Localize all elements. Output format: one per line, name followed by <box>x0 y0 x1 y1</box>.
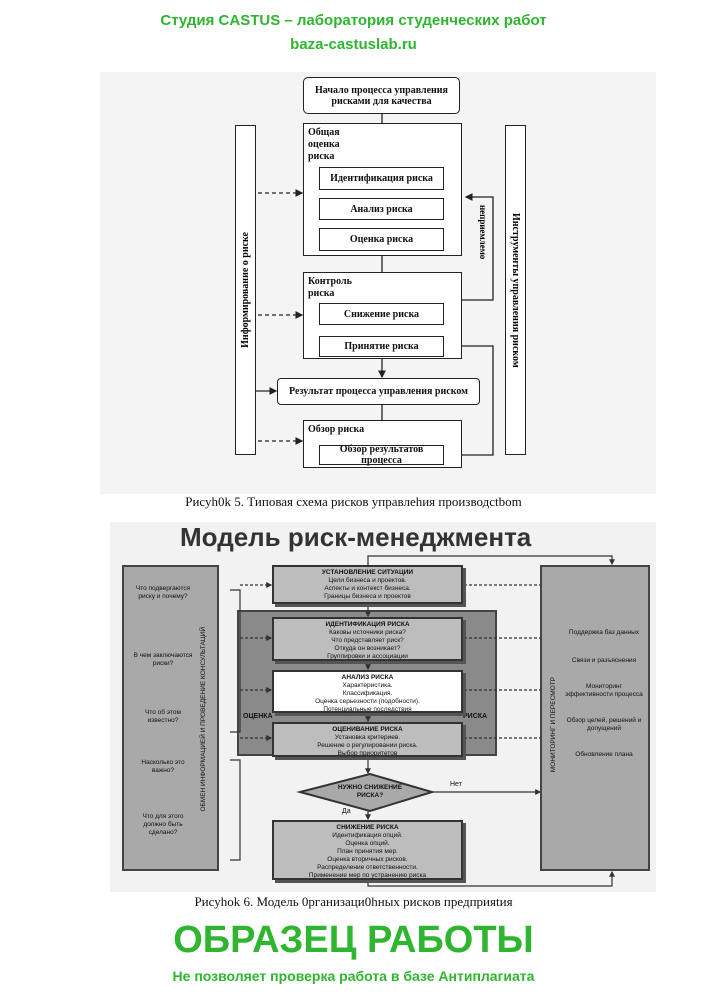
evaluation-line: Решение о регулировании риска. <box>317 742 418 749</box>
decision-label: НУЖНО СНИЖЕНИЕ РИСКА? <box>337 784 403 799</box>
figure-1-caption: Рисуh0k 5. Типовая схема рисков управлеh… <box>185 494 522 509</box>
watermark-main: ОБРАЗЕЦ РАБОТЫ <box>173 919 534 961</box>
evaluation-box-2: ОЦЕНИВАНИЕ РИСКА Установка критериев. Ре… <box>272 722 463 757</box>
analysis-line: Классификация. <box>342 690 393 697</box>
identification-line: Откуда он возникает? <box>334 645 401 652</box>
reduction-title: СНИЖЕНИЕ РИСКА <box>336 824 399 831</box>
watermark-line3: Не позволяет проверка работа в базе Анти… <box>172 968 535 984</box>
risk-tools-label: Инструменты управления риском <box>510 212 521 368</box>
analysis-line: Оценка серьезности (подобности). <box>315 698 420 705</box>
analysis-box-2: АНАЛИЗ РИСКА Характеристика. Классификац… <box>272 670 463 713</box>
question: Что для этого должно быть сделано? <box>142 813 184 836</box>
monitoring-item: Обзор целей, решений и допущений <box>566 717 642 732</box>
assessment-left-label: ОЦЕНКА <box>243 713 273 720</box>
question: В чем заключаются риски? <box>133 652 193 667</box>
acceptance-box: Принятие риска <box>319 336 444 357</box>
watermark-line1: Студия CASTUS – лаборатория студенческих… <box>160 12 547 29</box>
identification-line: Группировки и ассоциации <box>327 653 408 660</box>
analysis-title: АНАЛИЗ РИСКА <box>341 674 394 681</box>
situation-box: УСТАНОВЛЕНИЕ СИТУАЦИИ Цели бизнеса и про… <box>272 565 463 604</box>
risk-tools-bar: Инструменты управления риском <box>505 125 526 455</box>
unacceptable-label: неприемлемо <box>478 205 488 260</box>
figure-2-title: Модель риск-менеджмента <box>180 522 532 552</box>
decision-diamond <box>296 772 436 813</box>
yes-label: Да <box>342 808 351 815</box>
evaluation-title: ОЦЕНИВАНИЕ РИСКА <box>332 726 403 733</box>
reduction-line: Оценка опций. <box>345 840 390 847</box>
monitoring-panel: МОНИТОРИНГ И ПЕРЕСМОТР Поддержка баз дан… <box>540 565 650 871</box>
analysis-box: Анализ риска <box>319 198 444 220</box>
review-results-box: Обзор результатов процесса <box>319 444 444 466</box>
review-label: Обзор риска <box>308 424 365 435</box>
question: Насколько это важно? <box>141 759 185 774</box>
monitoring-item: Связи и разъяснения <box>571 657 637 664</box>
evaluation-box: Оценка риска <box>319 228 444 251</box>
result-box: Результат процесса управления риском <box>277 378 480 405</box>
reduction-box: Снижение риска <box>319 303 444 325</box>
situation-line: Границы бизнеса и проектов <box>324 593 411 600</box>
reduction-line: Применение мер по устранению риска <box>308 872 427 879</box>
identification-title: ИДЕНТИФИКАЦИЯ РИСКА <box>325 621 410 628</box>
communication-panel: Что подвергаются риску и почему? В чем з… <box>122 565 219 871</box>
monitoring-item: Поддержка баз данных <box>568 629 640 636</box>
identification-box: Идентификация риска <box>319 167 444 190</box>
reduction-line: Оценка вторичных рисков. <box>327 856 408 863</box>
situation-line: Цели бизнеса и проектов. <box>328 577 407 584</box>
reduction-box-2: СНИЖЕНИЕ РИСКА Идентификация опций. Оцен… <box>272 820 463 880</box>
reduction-line: Распределение ответственности. <box>317 864 418 871</box>
situation-line: Аспекты и контекст бизнеса. <box>324 585 411 592</box>
watermark-line2: baza-castuslab.ru <box>290 36 417 53</box>
question: Что об этом известно? <box>145 709 181 724</box>
reduction-line: План принятия мер. <box>337 848 398 855</box>
analysis-line: Потенциальные последствия <box>323 706 412 713</box>
identification-box-2: ИДЕНТИФИКАЦИЯ РИСКА Каковы источники рис… <box>272 617 463 661</box>
risk-communication-bar: Информирование о риске <box>235 125 256 455</box>
general-assessment-label: Общая оценка риска <box>308 127 340 162</box>
identification-line: Что представляет риск? <box>331 637 404 644</box>
question: Что подвергаются риску и почему? <box>135 585 191 600</box>
control-label: Контроль риска <box>308 276 352 299</box>
evaluation-line: Выбор приоритетов <box>337 750 398 757</box>
situation-title: УСТАНОВЛЕНИЕ СИТУАЦИИ <box>321 569 414 576</box>
start-process-box: Начало процесса управления рисками для к… <box>303 77 460 114</box>
analysis-line: Характеристика. <box>342 682 393 689</box>
evaluation-line: Установка критериев. <box>334 734 401 741</box>
monitoring-item: Обновление плана <box>575 751 633 758</box>
assessment-right-label: РИСКА <box>463 713 488 720</box>
reduction-line: Идентификация опций. <box>332 832 403 839</box>
monitoring-item: Мониторинг эффективности процесса <box>565 683 643 698</box>
figure-2-caption: Рисуhok 6. Модель 0рганизаци0hных рисков… <box>194 894 513 909</box>
identification-line: Каковы источники риска? <box>329 629 406 636</box>
no-label: Нет <box>450 781 462 788</box>
